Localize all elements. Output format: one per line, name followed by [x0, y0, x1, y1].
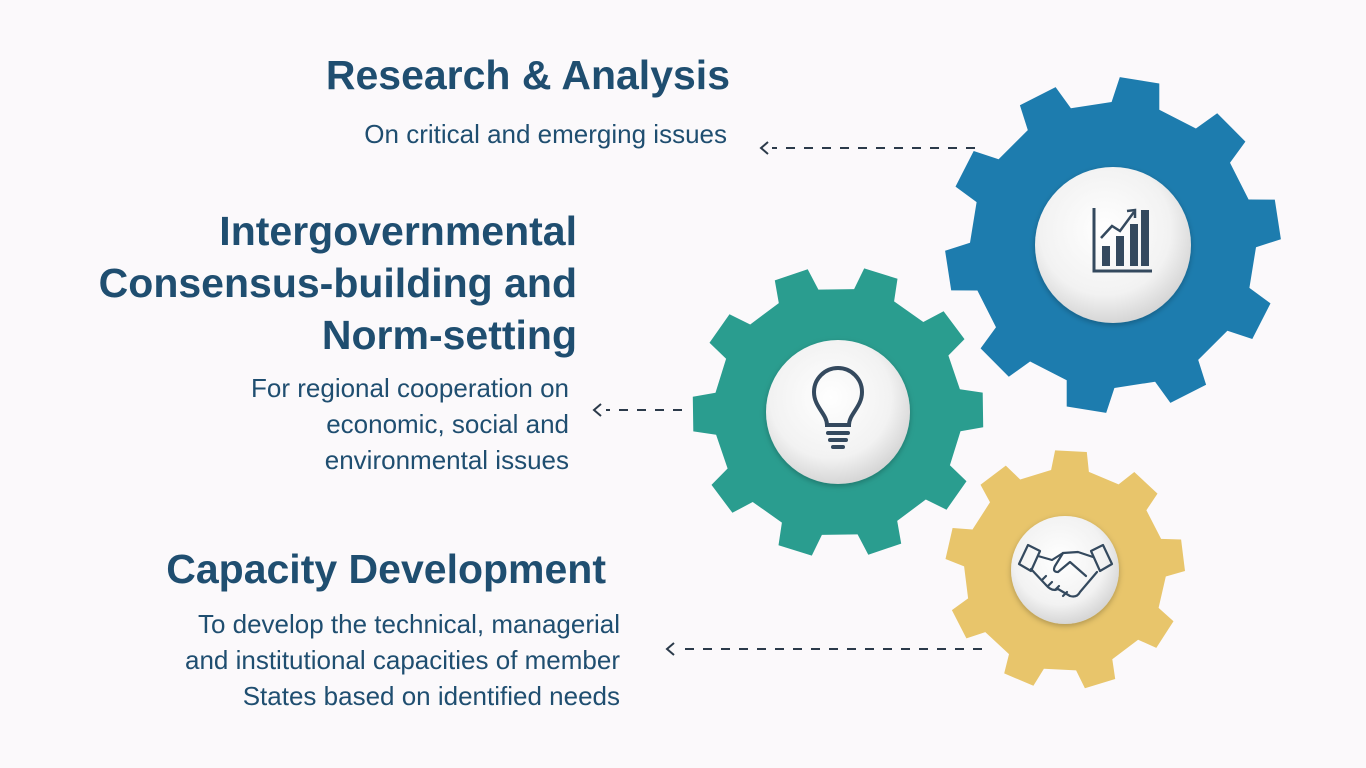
title-line: Intergovernmental — [219, 208, 577, 254]
description-line: States based on identified needs — [242, 681, 620, 711]
title-line: Norm-setting — [321, 312, 577, 358]
title-line: Consensus-building and — [98, 260, 577, 306]
arrow-capacity — [665, 642, 982, 656]
description-line: On critical and emerging issues — [364, 119, 727, 149]
capacity-development-description: To develop the technical, managerial and… — [185, 606, 620, 714]
title-line: Capacity Development — [166, 546, 606, 592]
consensus-building-description: For regional cooperation on economic, so… — [251, 370, 569, 478]
consensus-hub — [766, 340, 910, 484]
consensus-building-title: Intergovernmental Consensus-building and… — [99, 205, 577, 361]
research-hub — [1035, 167, 1191, 323]
description-line: economic, social and — [326, 409, 569, 439]
research-analysis-title: Research & Analysis — [326, 52, 730, 98]
capacity-development-title: Capacity Development — [166, 546, 606, 592]
research-analysis-description: On critical and emerging issues — [364, 118, 727, 150]
bar-chart-icon — [1092, 208, 1152, 273]
description-line: environmental issues — [324, 445, 569, 475]
description-line: and institutional capacities of member — [184, 645, 620, 675]
arrow-consensus — [592, 403, 682, 417]
capacity-hub — [1011, 516, 1119, 624]
lightbulb-icon — [811, 366, 865, 449]
description-line: To develop the technical, managerial — [197, 609, 620, 639]
handshake-icon — [1017, 543, 1114, 598]
title-line: Research & Analysis — [325, 52, 730, 98]
description-line: For regional cooperation on — [251, 373, 569, 403]
arrow-research — [759, 141, 975, 155]
